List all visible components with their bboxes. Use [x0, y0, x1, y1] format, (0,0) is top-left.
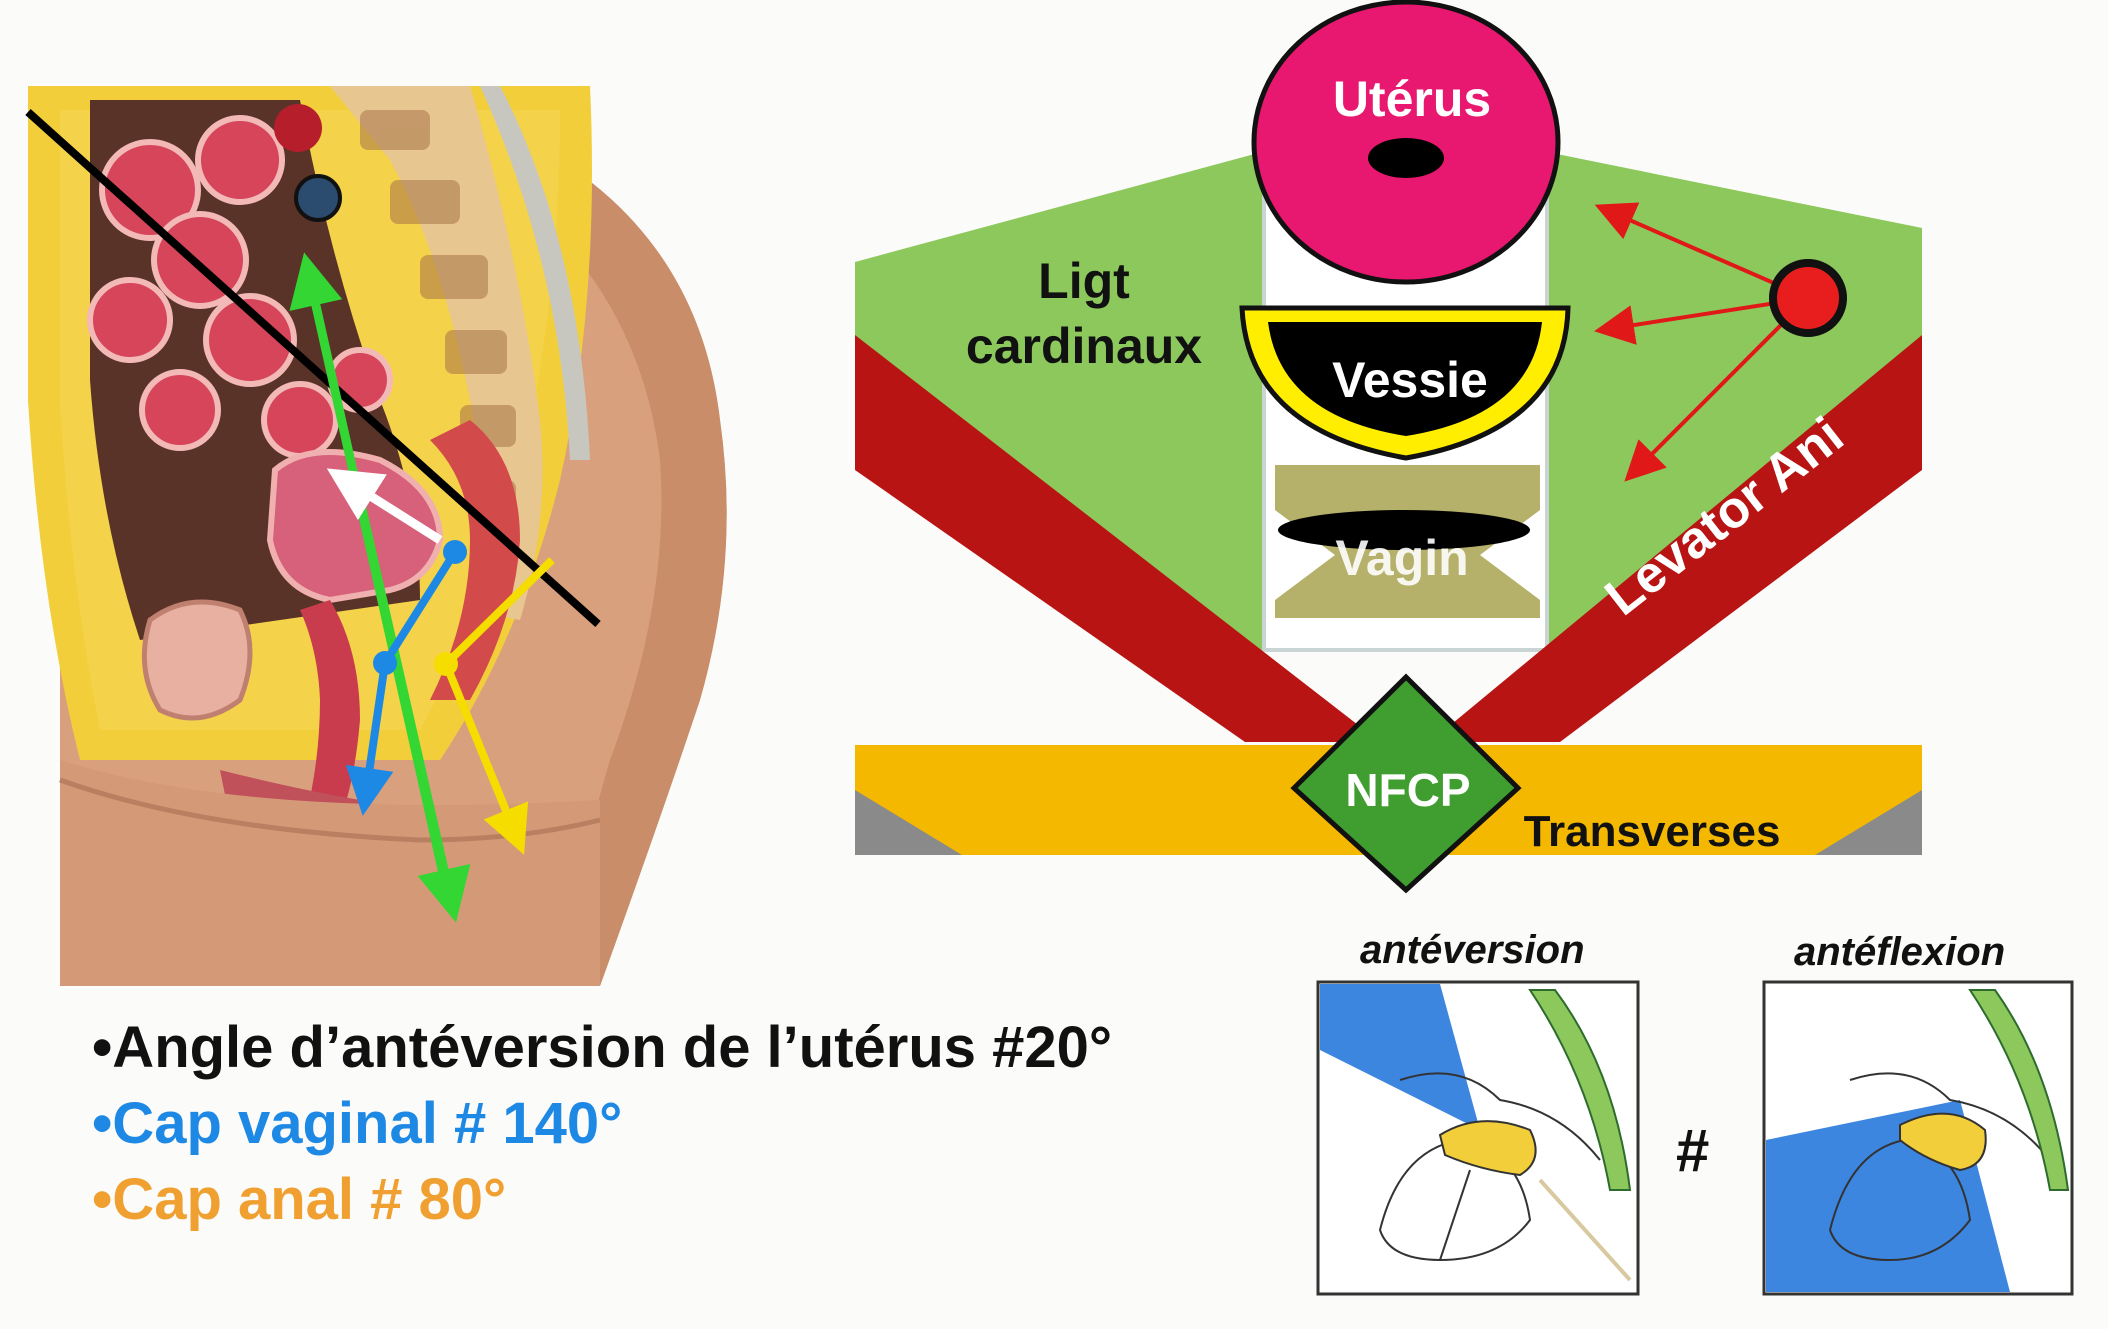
bladder-anatomy — [141, 599, 253, 721]
ligament-label-line1: Ligt — [1038, 253, 1130, 309]
anteflexion-caption: antéflexion — [1794, 930, 2006, 974]
nfcp-diamond — [1290, 673, 1522, 894]
vaginal-axis-point-2 — [373, 651, 397, 675]
bullet-anal-axis: •Cap anal # 80° — [92, 1167, 507, 1232]
vaginal-axis-point-1 — [443, 540, 467, 564]
sagittal-anatomy-illustration — [28, 86, 740, 986]
vein — [294, 174, 342, 222]
levator-ani-right — [1430, 335, 1922, 742]
artery — [274, 104, 322, 152]
ischium-left — [855, 790, 962, 855]
pelvic-floor-schema — [855, 0, 1922, 894]
anteversion-caption: antéversion — [1360, 928, 1585, 972]
anteversion-thumbnail — [1316, 980, 1640, 1296]
vagina-label: Vagin — [1335, 530, 1468, 586]
bullet-vaginal-axis: •Cap vaginal # 140° — [92, 1091, 623, 1156]
uterus-label: Utérus — [1333, 71, 1491, 127]
ischium-right — [1815, 790, 1922, 855]
levator-ani-left — [855, 335, 1380, 742]
force-arrow-down — [1624, 296, 1810, 482]
vagina-lumen — [1278, 510, 1530, 550]
nfcp-label: NFCP — [1345, 764, 1470, 816]
uterus-cervix — [1368, 138, 1444, 178]
not-equal-separator: # — [1676, 1117, 1710, 1184]
intestine-loops — [87, 115, 393, 459]
force-origin-dot — [1769, 259, 1847, 337]
pelvic-inlet-line — [25, 109, 601, 627]
ligament-label-line2: cardinaux — [966, 318, 1202, 374]
anal-axis-point — [434, 652, 458, 676]
transverse-label: Transverses — [1524, 807, 1781, 856]
anteflexion-thumbnail — [1762, 980, 2074, 1296]
bullet-anteversion-angle: •Angle d’antéversion de l’utérus #20° — [92, 1015, 1113, 1080]
angle-list: •Angle d’antéversion de l’utérus #20° •C… — [92, 1010, 1292, 1238]
uterine-axis-arrow — [326, 468, 443, 544]
vertical-axis-arrow-down — [355, 499, 471, 923]
rectum — [430, 420, 520, 700]
bladder-label: Vessie — [1332, 352, 1488, 408]
vagina-anatomy — [300, 600, 360, 820]
